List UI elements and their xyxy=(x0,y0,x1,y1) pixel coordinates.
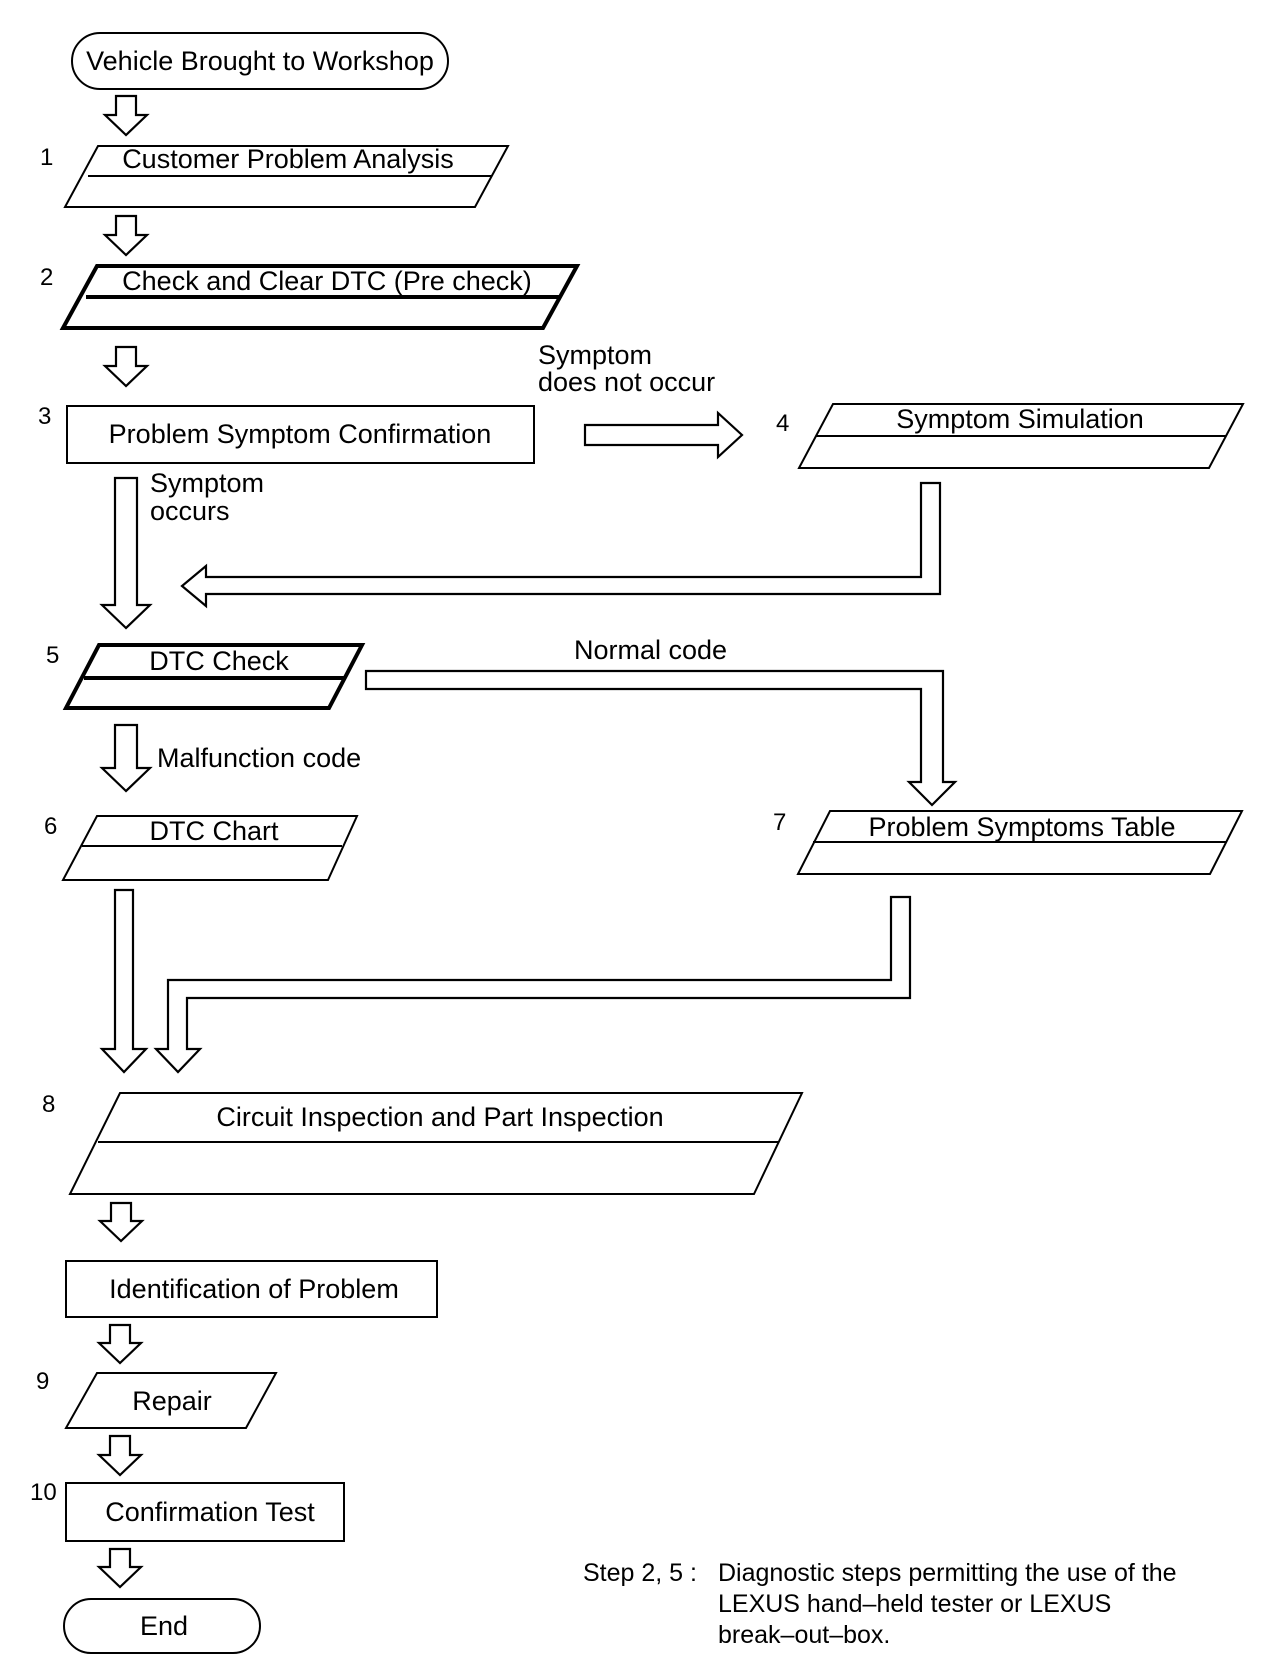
arrow-step10-to-end xyxy=(96,1547,144,1589)
step4-parallelogram: Symptom Simulation xyxy=(797,403,1245,469)
step10-label: Confirmation Test xyxy=(105,1497,315,1527)
step3-label: Problem Symptom Confirmation xyxy=(109,419,492,449)
arrow-step2-to-step3 xyxy=(102,345,150,388)
start-terminator: Vehicle Brought to Workshop xyxy=(71,32,449,90)
identification-label: Identification of Problem xyxy=(109,1274,399,1304)
branch-occurs-line2: occurs xyxy=(150,496,230,526)
branch-malfunction-code: Malfunction code xyxy=(157,743,361,773)
step1-number: 1 xyxy=(40,144,53,171)
step9-number: 9 xyxy=(36,1368,49,1395)
step9-label: Repair xyxy=(132,1386,212,1416)
step6-number: 6 xyxy=(44,813,57,840)
step3-process-box: Problem Symptom Confirmation xyxy=(66,405,535,464)
step9-parallelogram: Repair xyxy=(64,1372,278,1429)
identification-process-box: Identification of Problem xyxy=(65,1260,438,1318)
step2-label: Check and Clear DTC (Pre check) xyxy=(122,266,532,296)
step7-parallelogram: Problem Symptoms Table xyxy=(796,810,1244,875)
step8-label: Circuit Inspection and Part Inspection xyxy=(216,1102,663,1132)
step7-label: Problem Symptoms Table xyxy=(868,812,1175,842)
step1-parallelogram: Customer Problem Analysis xyxy=(63,144,510,208)
arrow-step9-to-step10 xyxy=(96,1434,144,1477)
arrow-step1-to-step2 xyxy=(102,214,150,257)
note-line2: LEXUS hand–held tester or LEXUS xyxy=(718,1590,1111,1618)
branch-normal-code: Normal code xyxy=(574,635,727,665)
arrow-step3-to-step4 xyxy=(583,410,744,460)
start-label: Vehicle Brought to Workshop xyxy=(86,46,434,76)
step2-parallelogram: Check and Clear DTC (Pre check) xyxy=(59,264,581,330)
step3-number: 3 xyxy=(38,403,51,430)
step2-number: 2 xyxy=(40,264,53,291)
arrow-step8-to-identification xyxy=(97,1201,145,1243)
branch-occurs-line1: Symptom xyxy=(150,468,264,498)
end-terminator: End xyxy=(63,1598,261,1654)
note-ref: Step 2, 5 : xyxy=(583,1559,697,1587)
arrow-step5-to-step7 xyxy=(364,669,958,807)
note-line3: break–out–box. xyxy=(718,1621,890,1649)
step10-number: 10 xyxy=(30,1479,57,1506)
arrow-step6-to-step8 xyxy=(99,888,149,1074)
step6-label: DTC Chart xyxy=(149,816,279,846)
arrow-step7-to-step8 xyxy=(153,895,912,1074)
step8-parallelogram: Circuit Inspection and Part Inspection xyxy=(68,1092,804,1195)
branch-not-occur-line2: does not occur xyxy=(538,367,715,397)
step6-parallelogram: DTC Chart xyxy=(61,815,359,881)
arrow-start-to-step1 xyxy=(102,94,150,137)
step7-number: 7 xyxy=(773,809,786,836)
step1-label: Customer Problem Analysis xyxy=(122,144,454,174)
end-label: End xyxy=(140,1611,188,1641)
arrow-identification-to-step9 xyxy=(96,1323,144,1365)
branch-not-occur-line1: Symptom xyxy=(538,340,652,370)
arrow-step3-to-step5 xyxy=(99,476,153,630)
step4-label: Symptom Simulation xyxy=(896,404,1144,434)
step5-parallelogram: DTC Check xyxy=(62,643,366,710)
arrow-step5-to-step6 xyxy=(99,723,153,793)
footnote: Step 2, 5 : Diagnostic steps permitting … xyxy=(583,1559,1177,1649)
arrow-step4-return xyxy=(180,481,942,609)
step5-number: 5 xyxy=(46,642,59,669)
step5-label: DTC Check xyxy=(149,646,289,676)
note-line1: Diagnostic steps permitting the use of t… xyxy=(718,1559,1177,1587)
step10-process-box: Confirmation Test xyxy=(65,1482,345,1542)
step4-number: 4 xyxy=(776,410,789,437)
step8-number: 8 xyxy=(42,1091,55,1118)
